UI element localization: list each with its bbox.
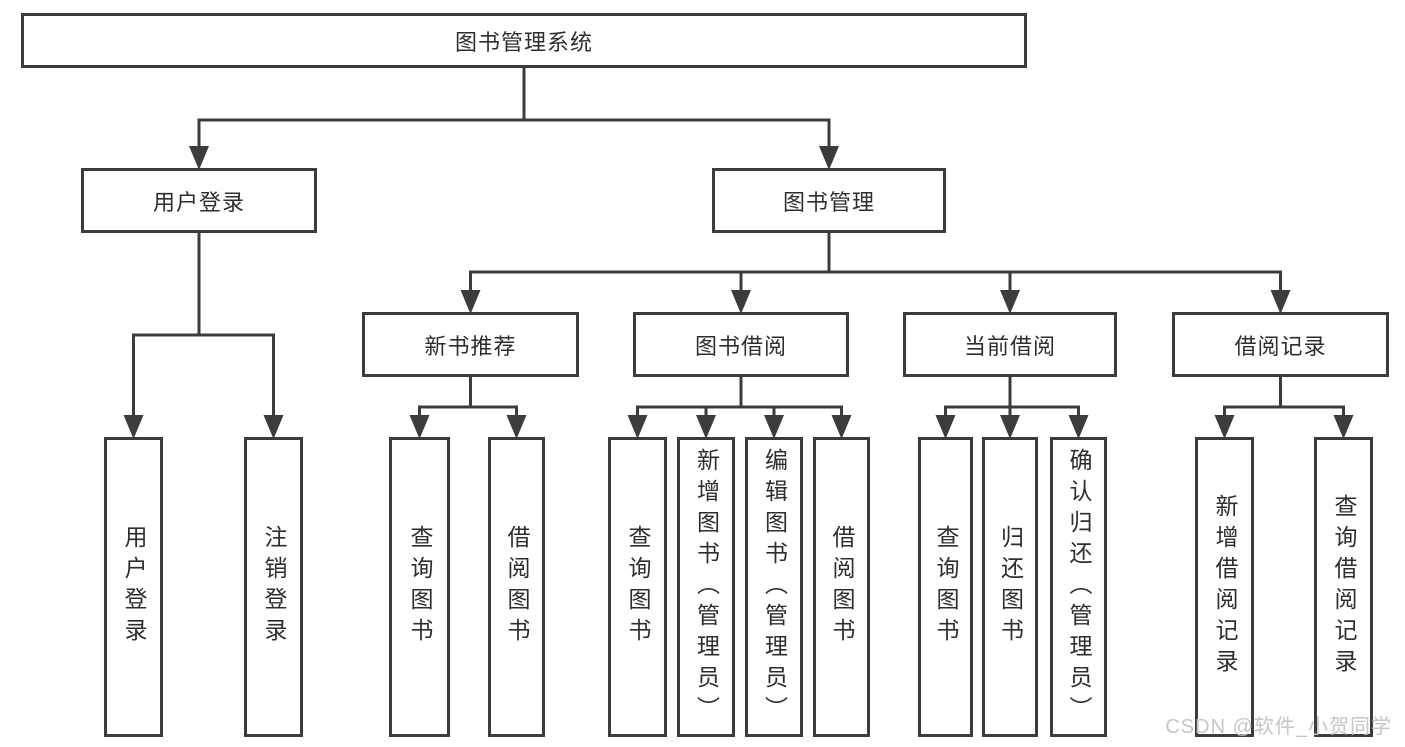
leaf-user-login: 用户登录 <box>104 437 163 737</box>
node-label: 图书管理 <box>782 189 875 215</box>
node-label: 新书推荐 <box>424 333 517 359</box>
leaf-edit-books-admin: 编辑图书（管理员） <box>745 437 803 737</box>
node-label: 借阅图书 <box>504 525 530 649</box>
leaf-borrow-books-1: 借阅图书 <box>488 437 545 737</box>
node-label: 查询借阅记录 <box>1331 494 1357 680</box>
node-label: 图书借阅 <box>694 333 787 359</box>
node-label: 查询图书 <box>933 525 959 649</box>
node-label: 新增借阅记录 <box>1212 494 1238 680</box>
node-label: 当前借阅 <box>963 333 1056 359</box>
node-label: 图书管理系统 <box>454 29 593 55</box>
leaf-add-books-admin: 新增图书（管理员） <box>677 437 735 737</box>
node-label: 新增图书（管理员） <box>693 447 720 727</box>
leaf-return-books: 归还图书 <box>982 437 1038 737</box>
leaf-query-books-1: 查询图书 <box>389 437 450 737</box>
node-book-borrowing: 图书借阅 <box>633 312 849 377</box>
node-book-management: 图书管理 <box>712 168 946 233</box>
node-label: 归还图书 <box>997 525 1024 649</box>
leaf-add-borrow-record: 新增借阅记录 <box>1195 437 1254 737</box>
leaf-confirm-return-admin: 确认归还（管理员） <box>1050 437 1107 737</box>
node-label: 确认归还（管理员） <box>1066 447 1092 727</box>
node-new-book-recommend: 新书推荐 <box>362 312 579 377</box>
node-current-borrowing: 当前借阅 <box>903 312 1117 377</box>
node-label: 借阅记录 <box>1234 333 1327 359</box>
node-label: 借阅图书 <box>829 525 855 649</box>
leaf-query-books-3: 查询图书 <box>918 437 973 737</box>
leaf-query-books-2: 查询图书 <box>608 437 667 737</box>
node-user-login: 用户登录 <box>81 168 317 233</box>
node-label: 用户登录 <box>121 525 147 649</box>
node-label: 编辑图书（管理员） <box>761 447 788 727</box>
leaf-query-borrow-record: 查询借阅记录 <box>1314 437 1373 737</box>
node-label: 注销登录 <box>261 525 287 649</box>
node-label: 查询图书 <box>625 525 651 649</box>
node-label: 查询图书 <box>407 525 433 649</box>
leaf-logout: 注销登录 <box>244 437 303 737</box>
leaf-borrow-books-2: 借阅图书 <box>813 437 870 737</box>
node-borrowing-records: 借阅记录 <box>1172 312 1389 377</box>
node-label: 用户登录 <box>152 189 245 215</box>
node-system-root: 图书管理系统 <box>21 13 1027 68</box>
